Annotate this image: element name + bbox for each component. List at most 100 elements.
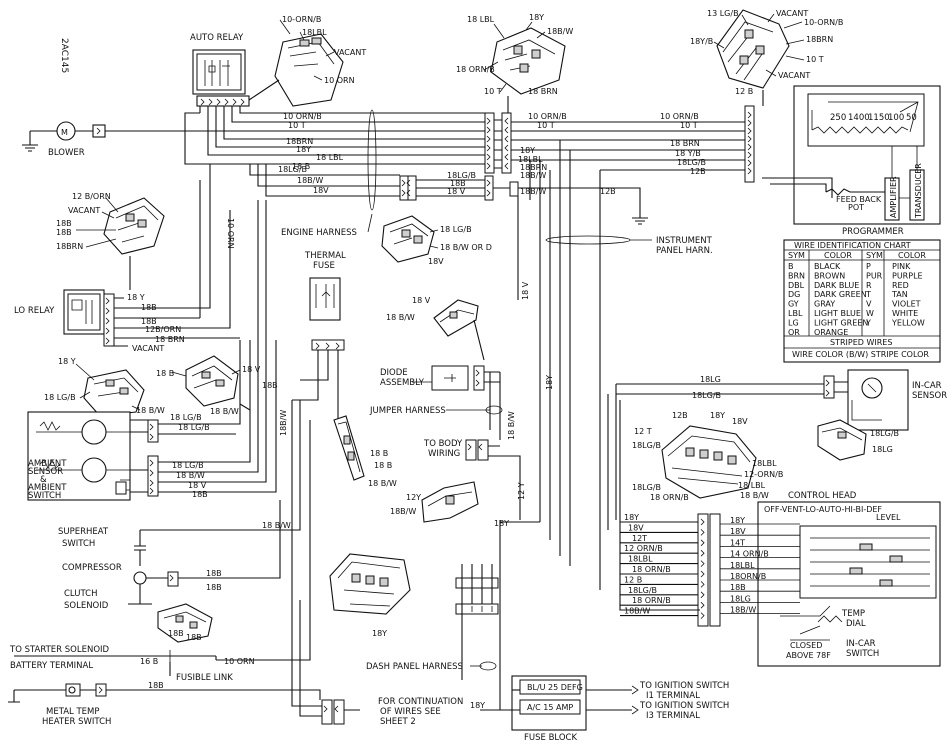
ip-harn-2: PANEL HARN.: [656, 246, 713, 256]
cp-8: 18LG/B: [632, 483, 661, 492]
ip-harness-bundle: [545, 235, 631, 245]
amb-w-1: 18 LG/B: [170, 413, 202, 422]
cp-6: 18LBL: [752, 459, 777, 468]
eng-plug-2: 18 B/W OR D: [440, 243, 492, 252]
amb-sw-5: SWITCH: [28, 491, 61, 501]
diode-w-2: 18 B/W: [386, 313, 415, 322]
cp-7: 12-ORN/B: [744, 470, 783, 479]
blower-motor: M: [22, 121, 106, 152]
dash-connectors: [455, 564, 499, 680]
control-bus-label: 18Y: [624, 513, 639, 522]
chart-cell: DARK BLUE: [814, 281, 859, 290]
cp-5: 18LG/B: [632, 441, 661, 450]
control-bus-label: 18 ORN/B: [632, 596, 671, 605]
fuse-2: A/C 15 AMP: [527, 703, 573, 712]
tp-2: 18 B: [374, 461, 392, 470]
closed-2: ABOVE 78F: [786, 651, 831, 660]
control-pin-label: 18LG: [730, 594, 751, 603]
feedback-pot-1: FEED BACK: [836, 195, 882, 204]
transducer-label: TRANSDUCER: [914, 163, 923, 219]
v-10orn: 10 ORN: [226, 218, 235, 249]
amb-w-3: 18 LG/B: [172, 461, 204, 470]
temp-dial-1: TEMP: [841, 609, 865, 619]
chart-cell: V: [866, 300, 872, 309]
fuse-block-label: FUSE BLOCK: [524, 733, 577, 743]
eng-c-2: 18B: [450, 179, 466, 188]
lo-relay: [63, 289, 115, 347]
main-bus-right: [511, 121, 745, 171]
control-bus-label: 12 B: [624, 575, 642, 584]
v-18bw: 18B/W: [279, 410, 288, 436]
chart-cell: DBL: [788, 281, 805, 290]
lo-plug-3: 18B: [56, 219, 72, 228]
control-head: [697, 501, 941, 667]
fuse-1: BL/U 25 DEFG: [527, 683, 583, 692]
control-head-label: CONTROL HEAD: [788, 491, 857, 501]
lo-w-4: 12B/ORN: [145, 325, 181, 334]
metal-wire: 18B: [148, 681, 164, 690]
continuation-connector: [291, 400, 360, 725]
control-bus-pin: [700, 529, 705, 536]
closed-1: CLOSED: [790, 641, 822, 650]
engine-harness-label: ENGINE HARNESS: [281, 228, 357, 238]
ch-modes: OFF-VENT-LO-AUTO-HI-BI-DEF: [764, 505, 882, 514]
engine-harness-bundle: [367, 109, 377, 211]
chart-cell: RED: [892, 281, 909, 290]
blower-label: BLOWER: [48, 148, 85, 158]
compressor-wire: 18B: [206, 569, 222, 578]
chart-cell: BRN: [788, 271, 805, 280]
amb-w-2: 18 LG/B: [178, 423, 210, 432]
chart-cell: W: [866, 309, 874, 318]
chart-cell: LG: [788, 318, 799, 327]
bus-m-3: 18BRN: [520, 163, 547, 172]
ambient-plug-2: [185, 355, 239, 407]
control-pin-label: 18ORN/B: [730, 572, 766, 581]
metal-temp-switch: [8, 683, 321, 703]
control-bus-pin: [700, 612, 705, 619]
bus-l-5: 18 LBL: [316, 153, 344, 162]
control-bus-pin: [700, 570, 705, 578]
svg-text:M: M: [61, 128, 68, 137]
diode-assembly: [431, 365, 501, 440]
auto-relay-label: AUTO RELAY: [190, 33, 244, 43]
diode-2: ASSEMBLY: [380, 378, 425, 388]
fuse-w-1: 16 B: [140, 657, 158, 666]
in-car-2: SENSOR: [912, 391, 947, 401]
cp-4: 18V: [732, 417, 748, 426]
starter-1: TO STARTER SOLENOID: [9, 645, 110, 655]
bus-l-4: 18Y: [296, 145, 311, 154]
tc-4: 18 ORN/B: [456, 65, 495, 74]
eng-plug-3: 18V: [428, 257, 444, 266]
v-12y: 12 Y: [517, 482, 526, 500]
lo-plug-4: 18B: [56, 228, 72, 237]
top-center-plug: [490, 27, 566, 95]
tc-1: 18 LBL: [467, 15, 495, 24]
tr-6: 10 T: [806, 55, 824, 64]
chart-cell: DARK GREEN: [814, 290, 867, 299]
tp-3: 18 B/W: [368, 479, 397, 488]
lo-w-1: 18 Y: [127, 293, 145, 302]
ign-1b: I1 TERMINAL: [646, 691, 700, 701]
chart-cell: PUR: [866, 271, 883, 280]
cp-2: 18Y: [710, 411, 725, 420]
relay-wire-3: VACANT: [334, 48, 366, 57]
tr-5: 18BRN: [806, 35, 833, 44]
amb-sw-4: AMBIENT: [28, 483, 67, 493]
engine-harness-wires: [249, 160, 648, 300]
relay-wire-2: 18LBL: [302, 28, 327, 37]
control-bus-label: 18LG/B: [628, 586, 657, 595]
eng-plug-1: 18 LG/B: [440, 225, 472, 234]
jumper-plug: [421, 481, 479, 523]
eng-c-5: 12B: [600, 187, 616, 196]
metal-temp-2: HEATER SWITCH: [42, 717, 111, 727]
tr-3: 18Y/B: [690, 37, 713, 46]
amb-w-4: 18 B/W: [176, 471, 205, 480]
amb-w-6: 18B: [192, 490, 208, 499]
jumper-w-2: 18B/W: [390, 507, 416, 516]
ign-2a: TO IGNITION SWITCH: [639, 701, 729, 711]
bus-l-2: 10 T: [288, 121, 306, 130]
relay-wire-1: 10-ORN/B: [282, 15, 321, 24]
chart-cell: YELLOW: [891, 318, 925, 327]
control-bus-label: 18V: [628, 523, 644, 532]
ign-2b: I3 TERMINAL: [646, 711, 700, 721]
